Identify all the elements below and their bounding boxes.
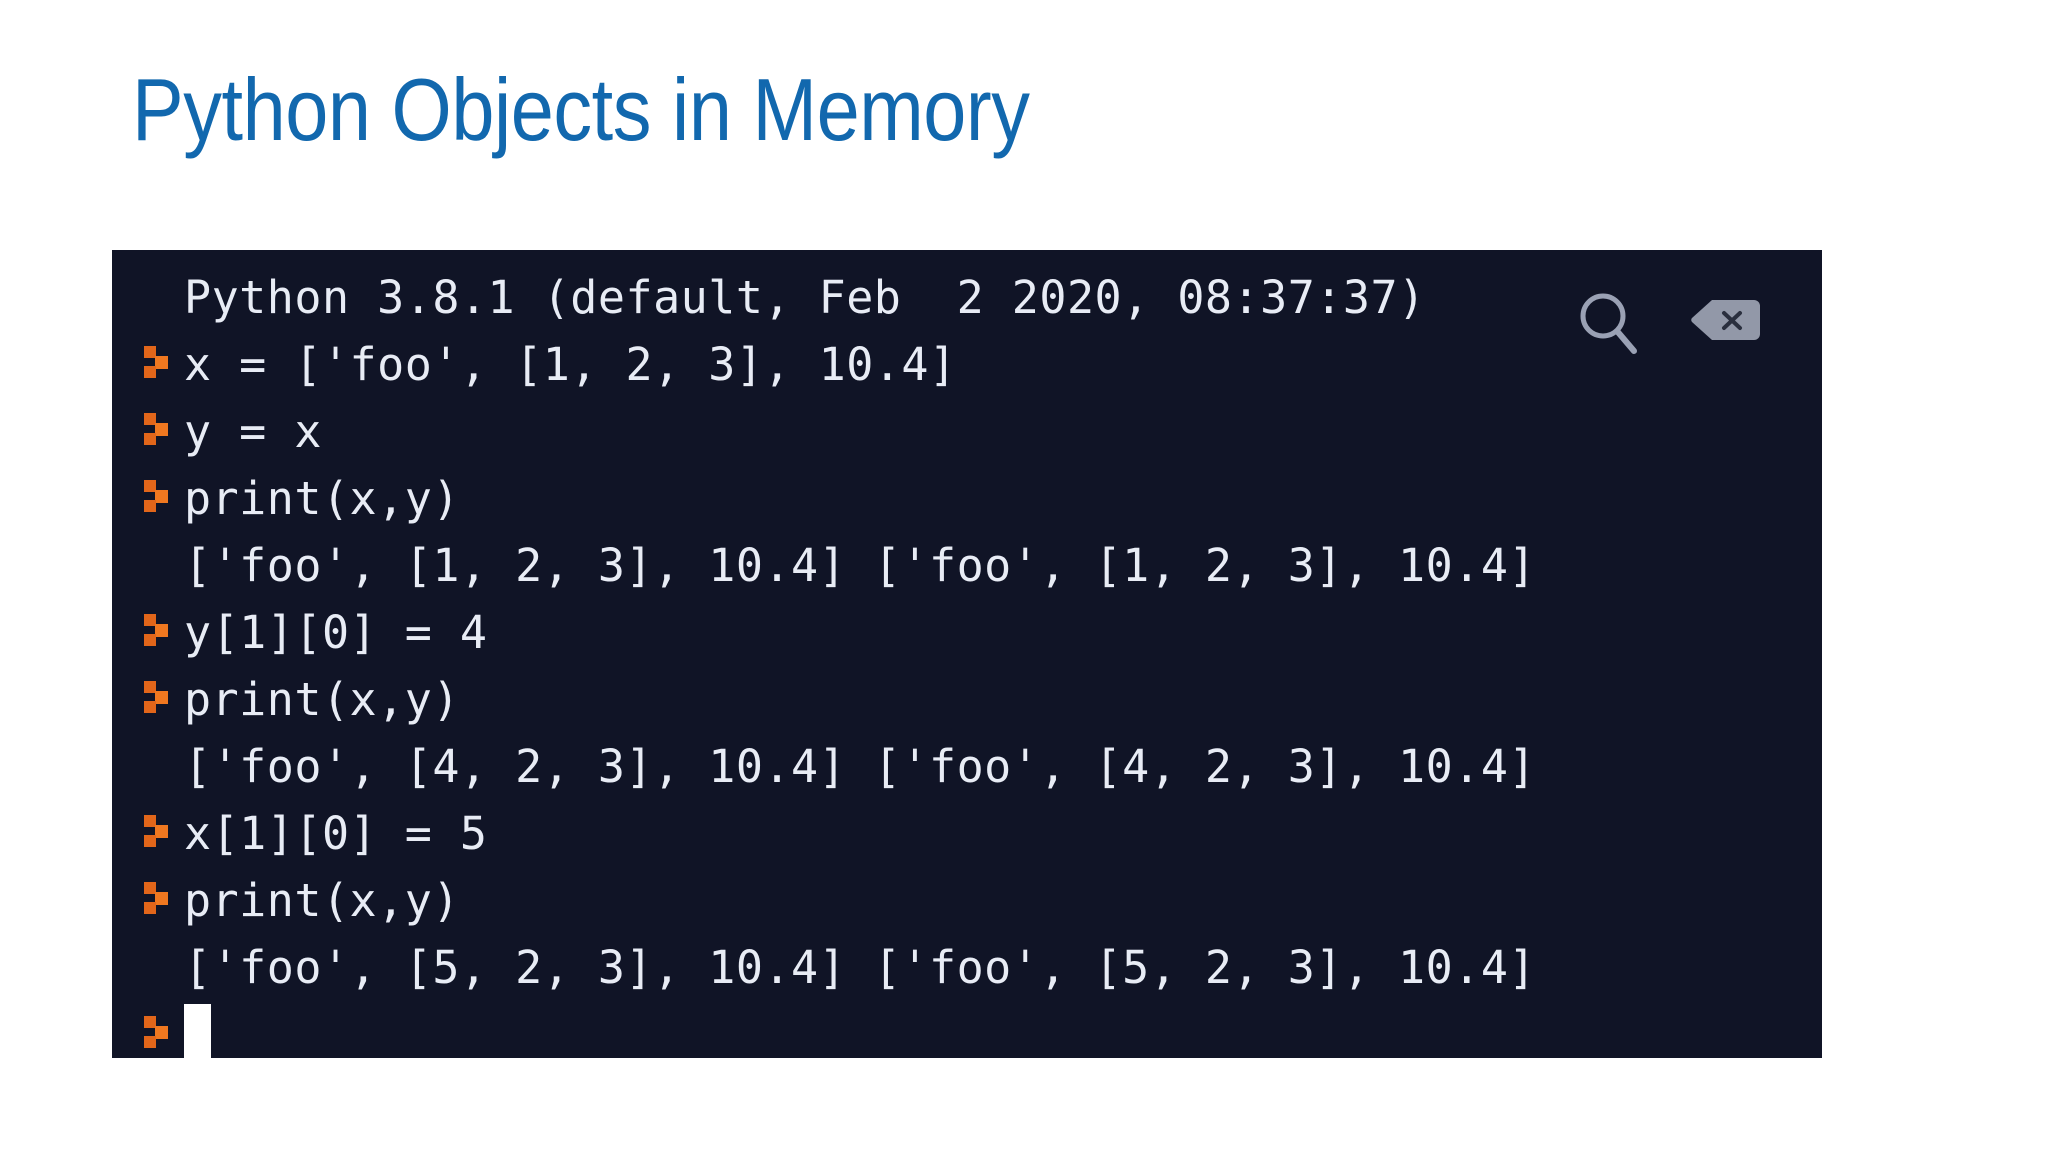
terminal-input-line: y[1][0] = 4 <box>112 595 1822 662</box>
terminal-input-line: y = x <box>112 394 1822 461</box>
terminal-output-line: ['foo', [1, 2, 3], 10.4] ['foo', [1, 2, … <box>112 528 1822 595</box>
terminal-line-text: ['foo', [4, 2, 3], 10.4] ['foo', [4, 2, … <box>184 739 1537 793</box>
terminal-line-text: ['foo', [5, 2, 3], 10.4] ['foo', [5, 2, … <box>184 940 1537 994</box>
prompt-chevron-icon <box>144 677 170 717</box>
terminal-line-text: Python 3.8.1 (default, Feb 2 2020, 08:37… <box>184 270 1426 324</box>
prompt-chevron-icon <box>144 610 170 650</box>
terminal-output-line: Python 3.8.1 (default, Feb 2 2020, 08:37… <box>112 260 1822 327</box>
terminal-line-text: print(x,y) <box>184 672 460 726</box>
terminal-output-line: ['foo', [5, 2, 3], 10.4] ['foo', [5, 2, … <box>112 930 1822 997</box>
terminal-input-line: print(x,y) <box>112 863 1822 930</box>
terminal-input-line: print(x,y) <box>112 461 1822 528</box>
terminal-line-text: y[1][0] = 4 <box>184 605 488 659</box>
terminal-input-line <box>112 997 1822 1058</box>
terminal-line-text: print(x,y) <box>184 471 460 525</box>
terminal-line-text: x = ['foo', [1, 2, 3], 10.4] <box>184 337 957 391</box>
terminal-output[interactable]: Python 3.8.1 (default, Feb 2 2020, 08:37… <box>112 250 1822 1058</box>
prompt-chevron-icon <box>144 811 170 851</box>
terminal-input-line: x[1][0] = 5 <box>112 796 1822 863</box>
terminal-input-line: print(x,y) <box>112 662 1822 729</box>
prompt-chevron-icon <box>144 878 170 918</box>
terminal-line-text: y = x <box>184 404 322 458</box>
terminal-input-line: x = ['foo', [1, 2, 3], 10.4] <box>112 327 1822 394</box>
terminal-window[interactable]: Python 3.8.1 (default, Feb 2 2020, 08:37… <box>112 250 1822 1058</box>
terminal-output-line: ['foo', [4, 2, 3], 10.4] ['foo', [4, 2, … <box>112 729 1822 796</box>
terminal-cursor <box>184 1004 211 1058</box>
terminal-line-text: print(x,y) <box>184 873 460 927</box>
prompt-chevron-icon <box>144 409 170 449</box>
prompt-chevron-icon <box>144 476 170 516</box>
terminal-line-text: x[1][0] = 5 <box>184 806 488 860</box>
prompt-chevron-icon <box>144 1012 170 1052</box>
terminal-line-text: ['foo', [1, 2, 3], 10.4] ['foo', [1, 2, … <box>184 538 1537 592</box>
backspace-icon[interactable] <box>1690 298 1762 342</box>
page-title: Python Objects in Memory <box>132 60 1030 159</box>
prompt-chevron-icon <box>144 342 170 382</box>
search-icon[interactable] <box>1577 290 1639 360</box>
terminal-icon-overlay <box>112 250 1822 1058</box>
